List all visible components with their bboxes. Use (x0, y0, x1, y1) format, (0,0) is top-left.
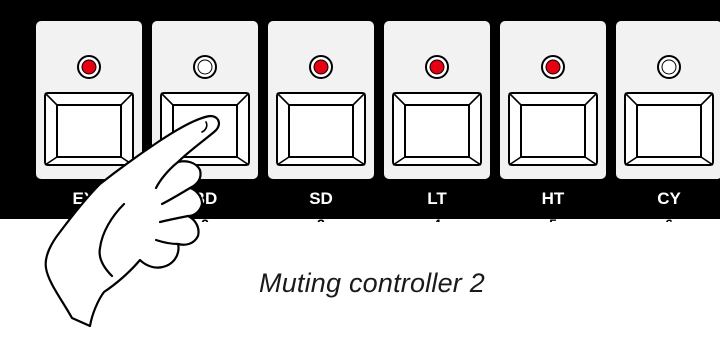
key-bevel-line (236, 92, 250, 106)
key-bevel-line (624, 92, 638, 106)
key-bevel-line (508, 92, 522, 106)
key-bevel-line (392, 156, 406, 166)
key-bevel-line (468, 92, 482, 106)
key-cap-face (636, 104, 702, 158)
key-bevel-line (160, 92, 174, 106)
key-bevel-line (584, 92, 598, 106)
key-cap-face (520, 104, 586, 158)
key-bevel-line (120, 92, 134, 106)
key-bevel-line (236, 156, 250, 166)
key-cap-face (288, 104, 354, 158)
key-bevel-line (392, 92, 406, 106)
key-cap-face (404, 104, 470, 158)
key-bevel-line (700, 156, 714, 166)
pointing-hand-icon (44, 114, 220, 328)
mute-button-ht[interactable]: HT5 (498, 19, 608, 232)
key-bevel-line (508, 156, 522, 166)
button-label: CY (657, 189, 681, 208)
key-bevel-line (468, 156, 482, 166)
led-on-indicator (313, 59, 329, 75)
led-off-indicator (661, 59, 677, 75)
key-bevel-line (276, 92, 290, 106)
key-bevel-line (700, 92, 714, 106)
key-bevel-line (352, 92, 366, 106)
caption: Muting controller 2 (259, 268, 485, 298)
led-on-indicator (429, 59, 445, 75)
key-bevel-line (352, 156, 366, 166)
key-cap-face (56, 104, 122, 158)
mute-button-cy[interactable]: CY6 (614, 19, 720, 232)
key-bevel-line (624, 156, 638, 166)
led-off-indicator (197, 59, 213, 75)
button-label: SD (309, 189, 333, 208)
button-label: HT (542, 189, 565, 208)
key-bevel-line (44, 92, 58, 106)
led-on-indicator (81, 59, 97, 75)
mute-button-sd[interactable]: SD3 (266, 19, 376, 232)
key-bevel-line (276, 156, 290, 166)
mute-button-lt[interactable]: LT4 (382, 19, 492, 232)
led-on-indicator (545, 59, 561, 75)
key-bevel-line (44, 156, 58, 166)
button-label: LT (427, 189, 447, 208)
key-bevel-line (584, 156, 598, 166)
mute-button-ext[interactable]: EXT (34, 19, 144, 208)
